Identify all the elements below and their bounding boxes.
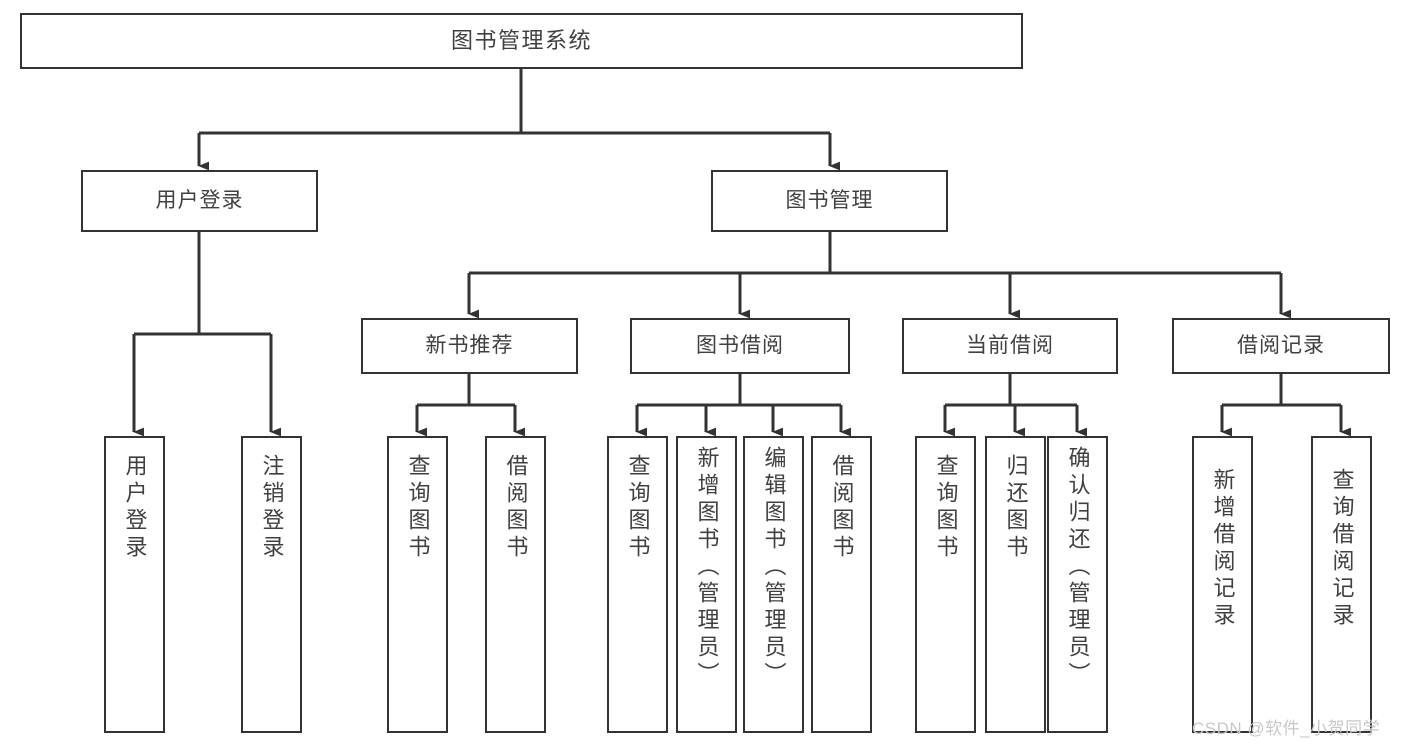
node-book-manage[interactable]: 图书管理: [711, 170, 948, 232]
node-current-borrow-label: 当前借阅: [966, 333, 1054, 357]
node-leaf-add-book[interactable]: 新增图书（管理员）: [676, 436, 737, 733]
node-leaf-query-book-3[interactable]: 查询图书: [915, 436, 976, 733]
node-new-book-recommend[interactable]: 新书推荐: [361, 318, 578, 374]
node-root-label: 图书管理系统: [450, 28, 592, 54]
node-leaf-return-book-label: 归还图书: [1003, 454, 1029, 562]
csdn-watermark: CSDN @软件_小贺同学: [1192, 719, 1381, 738]
node-user-login[interactable]: 用户登录: [81, 170, 318, 232]
node-leaf-add-borrow-record[interactable]: 新增借阅记录: [1192, 436, 1253, 733]
node-book-borrow[interactable]: 图书借阅: [630, 318, 850, 374]
node-borrow-record-label: 借阅记录: [1237, 333, 1325, 357]
node-leaf-edit-book-label: 编辑图书（管理员）: [761, 446, 787, 689]
node-leaf-borrow-book-1-label: 借阅图书: [503, 454, 529, 562]
node-leaf-borrow-book-2[interactable]: 借阅图书: [811, 436, 872, 733]
node-leaf-user-logout[interactable]: 注销登录: [241, 436, 302, 733]
node-leaf-edit-book[interactable]: 编辑图书（管理员）: [743, 436, 804, 733]
node-leaf-borrow-book-1[interactable]: 借阅图书: [485, 436, 546, 733]
node-leaf-confirm-return-label: 确认归还（管理员）: [1065, 446, 1091, 689]
node-book-manage-label: 图书管理: [785, 188, 874, 212]
node-book-borrow-label: 图书借阅: [696, 333, 784, 357]
node-leaf-user-login-label: 用户登录: [122, 454, 148, 562]
node-root[interactable]: 图书管理系统: [20, 13, 1023, 69]
node-leaf-query-book-2-label: 查询图书: [625, 454, 651, 562]
node-leaf-user-login[interactable]: 用户登录: [104, 436, 165, 733]
node-leaf-user-logout-label: 注销登录: [259, 454, 285, 562]
node-leaf-query-book-3-label: 查询图书: [933, 454, 959, 562]
node-leaf-query-book-1[interactable]: 查询图书: [387, 436, 448, 733]
node-leaf-query-book-2[interactable]: 查询图书: [607, 436, 668, 733]
node-leaf-return-book[interactable]: 归还图书: [985, 436, 1046, 733]
node-leaf-add-book-label: 新增图书（管理员）: [694, 446, 720, 689]
node-leaf-query-borrow-record-label: 查询借阅记录: [1329, 468, 1355, 630]
node-leaf-confirm-return[interactable]: 确认归还（管理员）: [1047, 436, 1108, 733]
node-leaf-borrow-book-2-label: 借阅图书: [829, 454, 855, 562]
node-borrow-record[interactable]: 借阅记录: [1172, 318, 1390, 374]
node-current-borrow[interactable]: 当前借阅: [902, 318, 1118, 374]
node-leaf-add-borrow-record-label: 新增借阅记录: [1210, 468, 1236, 630]
node-new-book-recommend-label: 新书推荐: [425, 333, 514, 357]
node-leaf-query-book-1-label: 查询图书: [405, 454, 431, 562]
node-user-login-label: 用户登录: [155, 188, 244, 212]
node-leaf-query-borrow-record[interactable]: 查询借阅记录: [1311, 436, 1372, 733]
